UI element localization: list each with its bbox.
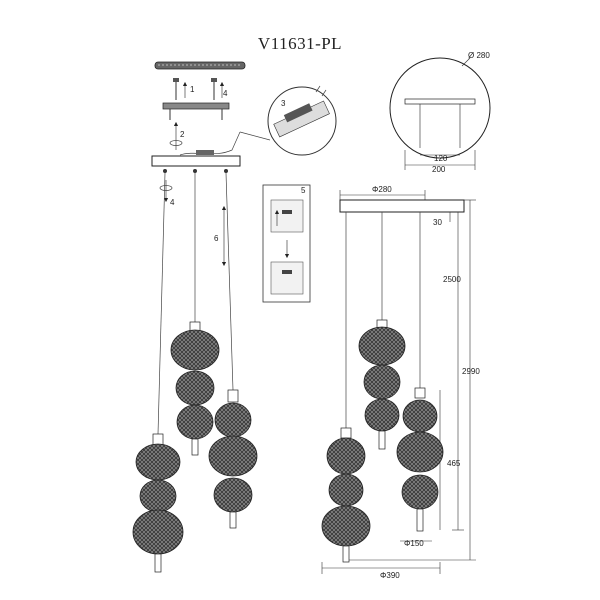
step-label: 6 (214, 234, 219, 243)
outer-width-label: 200 (432, 165, 446, 174)
dim-overall-width: Φ390 (380, 571, 400, 580)
ceiling-screws (173, 78, 225, 100)
dim-cable-length: 2500 (443, 275, 461, 284)
pendant-shade (132, 433, 184, 573)
dim-canopy-height: 30 (433, 218, 442, 227)
rotate-arrow-icon (169, 121, 183, 150)
pendant-shade (170, 321, 220, 456)
canopy-plan-view (389, 57, 491, 170)
suspension-cable (225, 172, 234, 391)
step-label: 4 (170, 198, 175, 207)
pendant-shade (396, 387, 444, 532)
adjuster-detail-box (262, 184, 311, 303)
rotate-arrow-icon (159, 180, 173, 203)
wire-connector-detail (239, 85, 337, 156)
pendant-shade (208, 389, 258, 529)
ceiling-strip (154, 61, 246, 70)
inner-width-label: 120 (434, 154, 448, 163)
step-label: 2 (180, 130, 185, 139)
step-label: 1 (190, 85, 195, 94)
dim-canopy-diameter: Φ280 (372, 185, 392, 194)
suspension-cable (157, 172, 166, 435)
dim-shade-diameter: Φ150 (404, 539, 424, 548)
pendant-shade (321, 427, 371, 563)
step-label: 5 (301, 186, 306, 195)
terminal-block (196, 150, 214, 155)
drawing-title: V11631-PL (257, 34, 343, 53)
step-label: 3 (281, 99, 286, 108)
canopy (151, 155, 241, 167)
dim-total-height: 2990 (462, 367, 480, 376)
mounting-bracket (162, 102, 230, 120)
elevation-view (321, 190, 476, 574)
canopy-diameter-label: Ø 280 (468, 51, 490, 60)
dim-pendant-length: 465 (447, 459, 461, 468)
pendant-shade (358, 319, 406, 450)
step-label: 4 (223, 89, 228, 98)
